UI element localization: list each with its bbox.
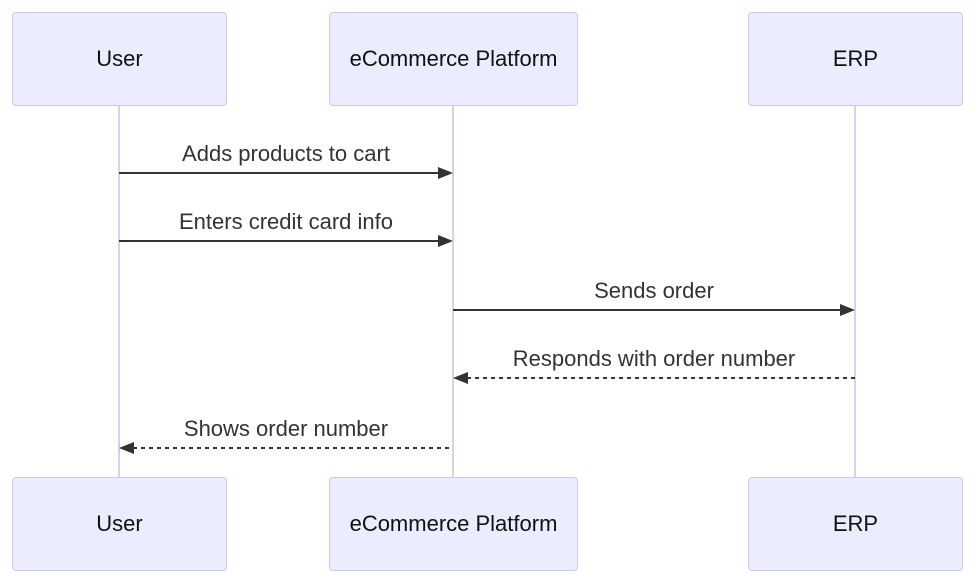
actor-label-ecommerce: eCommerce Platform	[349, 46, 558, 71]
message-label-sends-order: Sends order	[594, 278, 714, 303]
actor-label-ecommerce: eCommerce Platform	[349, 511, 558, 536]
message-line-responds-order-number	[467, 377, 855, 379]
message-line-shows-order-number	[133, 447, 453, 449]
actor-label-erp: ERP	[832, 46, 879, 71]
actor-label-user: User	[96, 46, 143, 71]
message-line-adds-products	[119, 172, 441, 174]
actor-box-ecommerce-top: eCommerce Platform	[329, 12, 578, 106]
message-label-responds-order-number: Responds with order number	[512, 346, 796, 371]
lifeline-user	[118, 106, 120, 478]
arrowhead-left-icon	[119, 442, 134, 454]
message-label-enters-card: Enters credit card info	[179, 209, 393, 234]
message-label-adds-products: Adds products to cart	[182, 141, 390, 166]
lifeline-erp	[854, 106, 856, 478]
actor-box-ecommerce-bottom: eCommerce Platform	[329, 477, 578, 571]
actor-label-erp: ERP	[832, 511, 879, 536]
actor-box-user-top: User	[12, 12, 227, 106]
arrowhead-right-icon	[438, 167, 453, 179]
message-line-enters-card	[119, 240, 441, 242]
arrowhead-left-icon	[453, 372, 468, 384]
actor-box-user-bottom: User	[12, 477, 227, 571]
arrowhead-right-icon	[438, 235, 453, 247]
lifeline-ecommerce	[452, 106, 454, 478]
actor-label-user: User	[96, 511, 143, 536]
actor-box-erp-bottom: ERP	[748, 477, 963, 571]
message-line-sends-order	[453, 309, 843, 311]
message-label-shows-order-number: Shows order number	[183, 416, 389, 441]
actor-box-erp-top: ERP	[748, 12, 963, 106]
arrowhead-right-icon	[840, 304, 855, 316]
